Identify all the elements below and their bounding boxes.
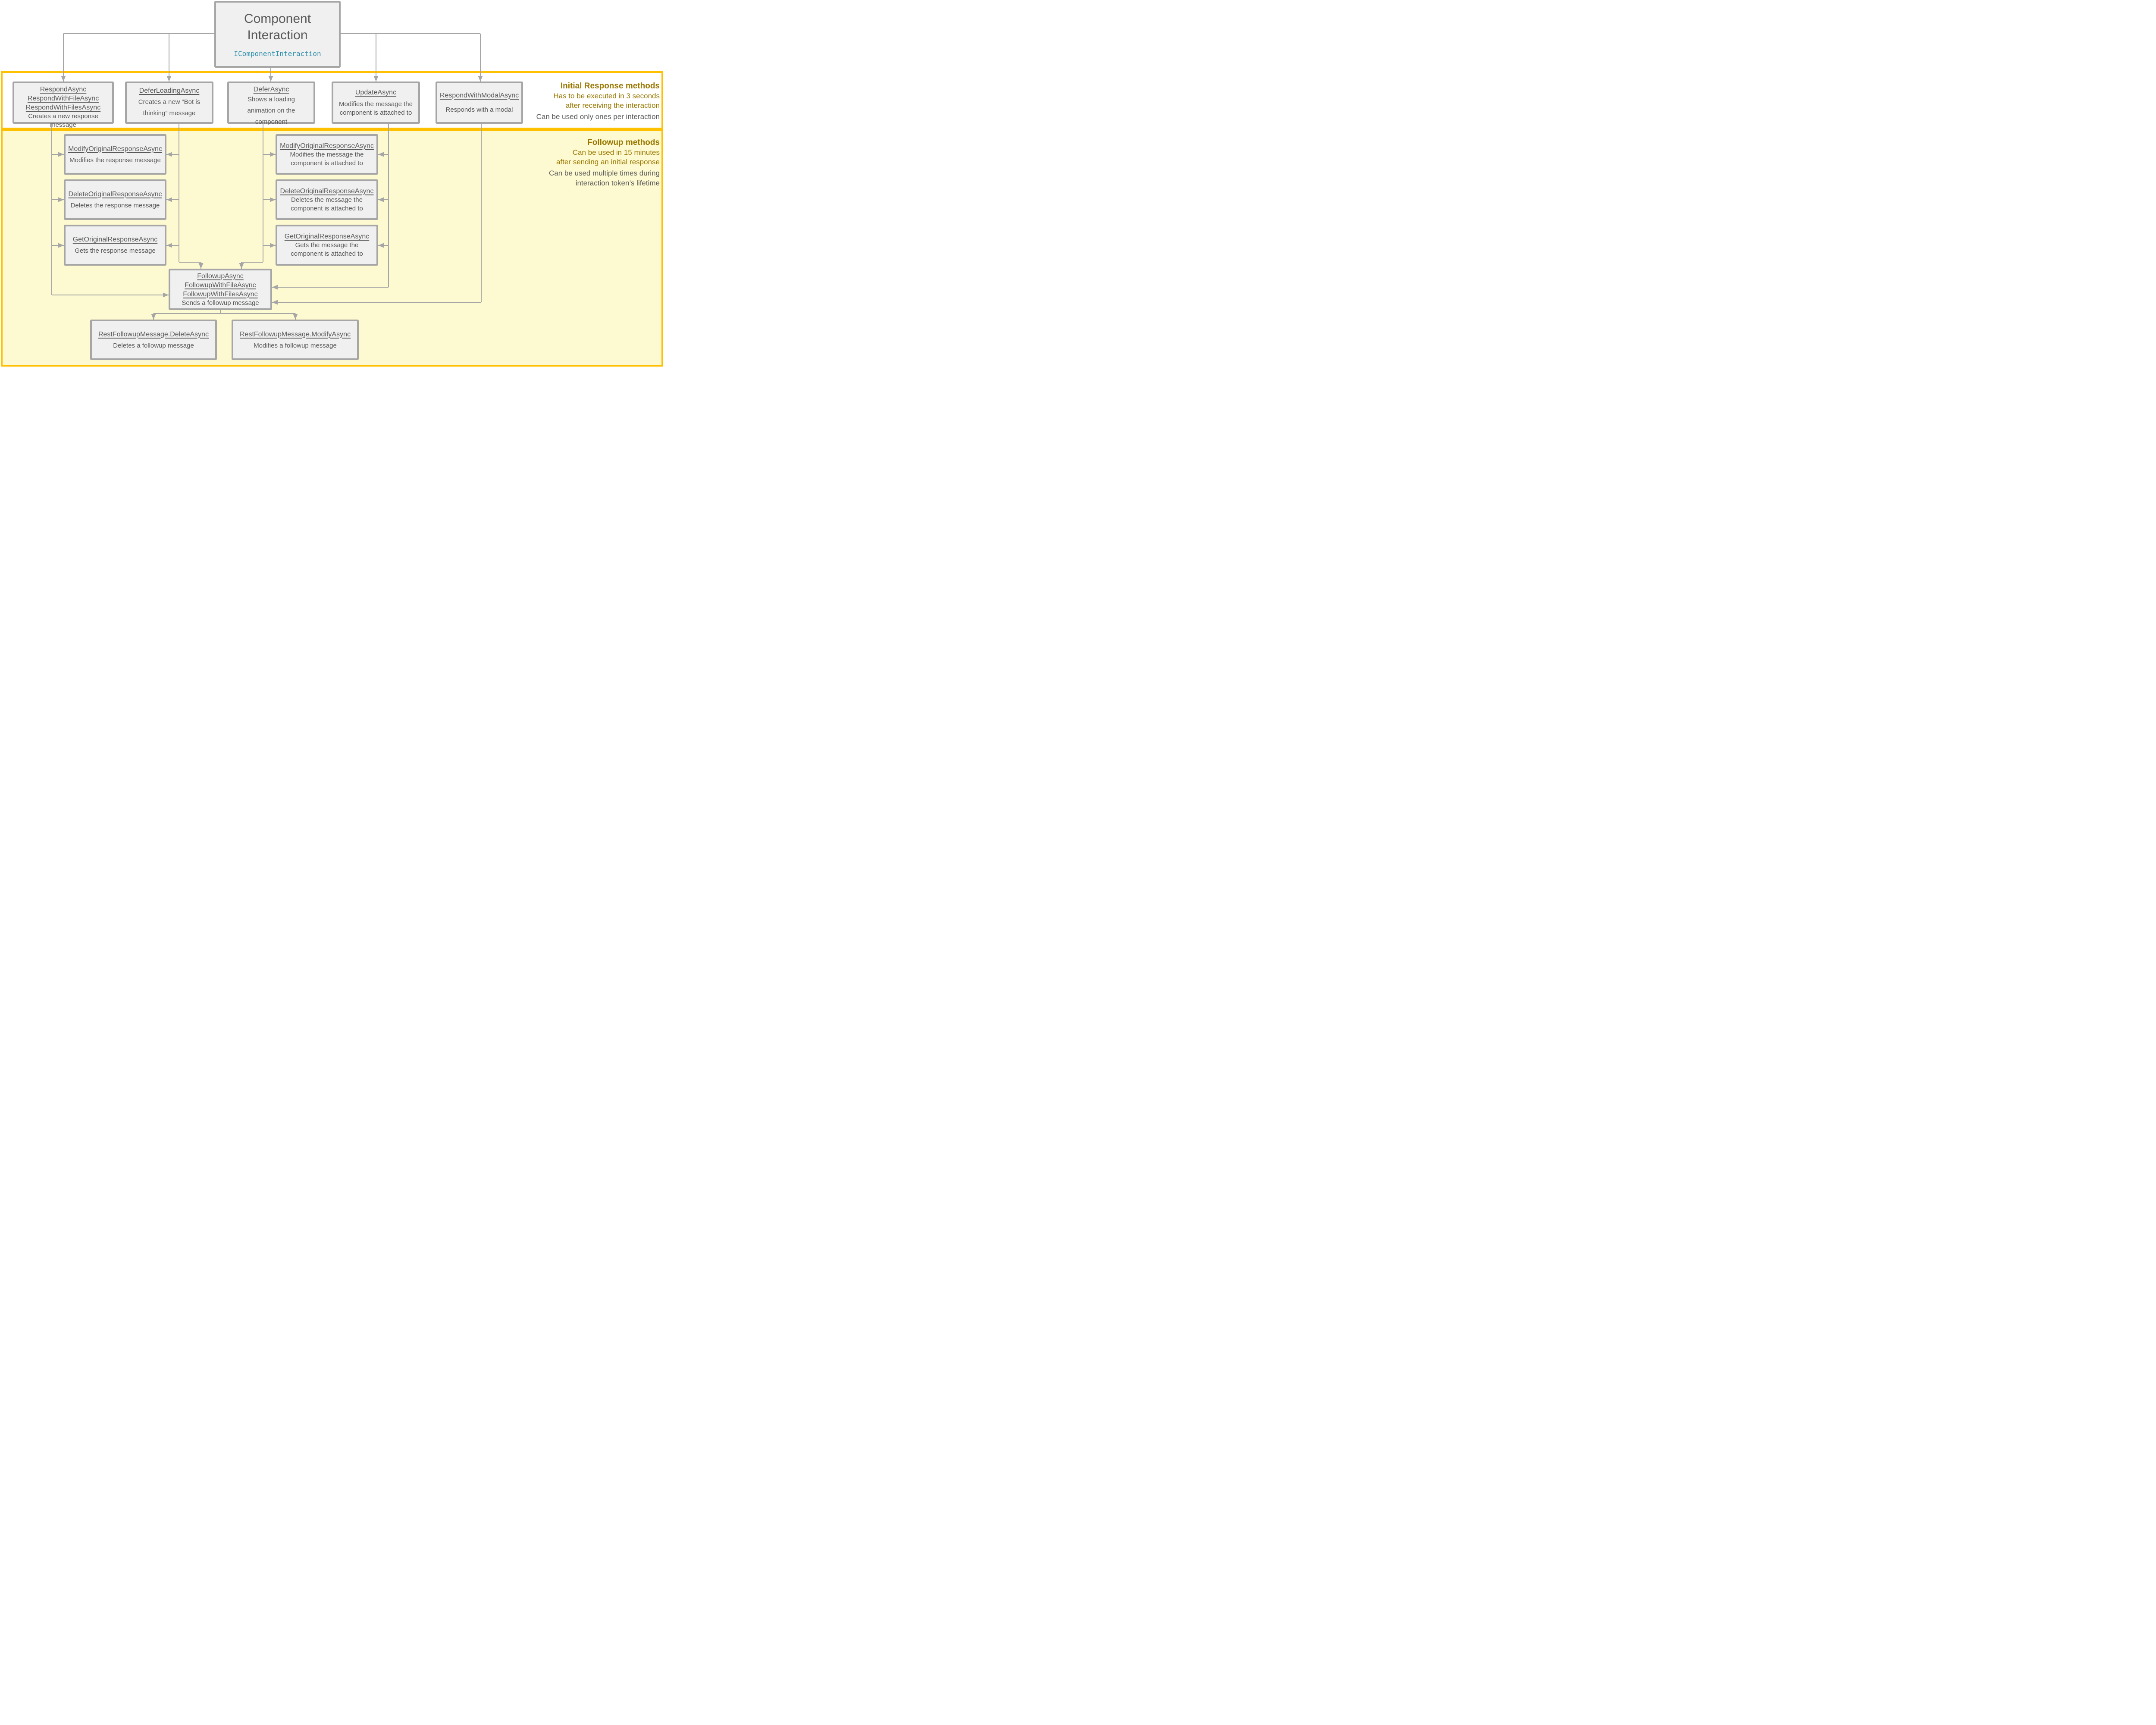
method-label: RestFollowupMessage.DeleteAsync <box>98 330 209 338</box>
node-get-original-response-async-component: GetOriginalResponseAsync Gets the messag… <box>276 225 378 266</box>
initial-band-heading: Initial Response methods <box>560 82 660 91</box>
method-label: GetOriginalResponseAsync <box>72 236 158 243</box>
node-respond-with-modal-async: RespondWithModalAsync Responds with a mo… <box>436 82 523 124</box>
method-label: FollowupAsync <box>197 272 244 280</box>
connector-lines <box>51 33 483 320</box>
method-description: Gets the message the component is attach… <box>291 242 363 257</box>
node-modify-original-response-async: ModifyOriginalResponseAsync Modifies the… <box>64 134 166 175</box>
method-description: Modifies the response message <box>69 156 161 164</box>
method-label: RestFollowupMessage.ModifyAsync <box>240 330 351 338</box>
node-delete-original-response-async: DeleteOriginalResponseAsync Deletes the … <box>64 179 166 220</box>
method-description: Creates a new “Bot is thinking” message <box>138 98 201 117</box>
node-modify-original-response-async-component: ModifyOriginalResponseAsync Modifies the… <box>276 134 378 175</box>
deferloading-branch-connectors <box>166 124 204 269</box>
node-defer-loading-async: DeferLoadingAsync Creates a new “Bot is … <box>125 82 213 124</box>
method-description: Creates a new response message <box>28 113 98 129</box>
method-label: FollowupWithFileAsync <box>185 281 256 289</box>
node-defer-async: DeferAsync Shows a loading animation on … <box>227 82 315 125</box>
method-label: ModifyOriginalResponseAsync <box>68 145 162 153</box>
method-description: Modifies the message the component is at… <box>290 151 364 167</box>
modal-branch-connectors <box>272 124 482 305</box>
method-description: Responds with a modal <box>445 106 513 114</box>
initial-band-notes: Initial Response methods Has to be execu… <box>536 81 660 122</box>
initial-band-note: Can be used only ones per interaction <box>536 113 660 121</box>
followup-band-heading: Followup methods <box>587 138 660 147</box>
followup-band-note: Can be used multiple times during <box>548 169 660 177</box>
method-description: Shows a loading animation on the compone… <box>247 96 295 125</box>
method-label: RespondWithFilesAsync <box>25 104 101 111</box>
method-label: DeleteOriginalResponseAsync <box>280 187 374 195</box>
method-label: GetOriginalResponseAsync <box>284 233 370 240</box>
node-followup-async: FollowupAsync FollowupWithFileAsync Foll… <box>169 269 272 310</box>
method-label: DeleteOriginalResponseAsync <box>68 190 162 198</box>
method-label: FollowupWithFilesAsync <box>183 290 258 298</box>
diagram-canvas: Component Interaction IComponentInteract… <box>0 0 664 367</box>
method-description: Gets the response message <box>75 247 156 254</box>
initial-band-note: Has to be executed in 3 seconds <box>553 92 660 100</box>
method-description: Deletes the response message <box>70 201 160 209</box>
method-description: Deletes a followup message <box>113 342 194 349</box>
method-label: ModifyOriginalResponseAsync <box>280 142 374 150</box>
method-label: RespondAsync <box>40 86 87 93</box>
followup-band-note: Can be used in 15 minutes <box>572 148 660 157</box>
followup-bottom-connectors <box>151 310 298 320</box>
followup-band-note: interaction token’s lifetime <box>575 179 660 187</box>
followup-band-note: after sending an initial response <box>556 158 660 166</box>
method-label: DeferLoadingAsync <box>139 87 200 94</box>
method-description: Modifies a followup message <box>254 342 337 349</box>
root-interface-name: IComponentInteraction <box>234 50 321 58</box>
respond-branch-connectors <box>51 124 169 298</box>
node-rest-followup-delete-async: RestFollowupMessage.DeleteAsync Deletes … <box>90 320 217 360</box>
method-label: RespondWithFileAsync <box>27 95 99 102</box>
method-description: Sends a followup message <box>182 299 259 307</box>
node-get-original-response-async: GetOriginalResponseAsync Gets the respon… <box>64 225 166 266</box>
method-label: UpdateAsync <box>355 89 397 96</box>
method-label: RespondWithModalAsync <box>439 91 519 99</box>
node-update-async: UpdateAsync Modifies the message the com… <box>332 82 420 124</box>
method-description: Modifies the message the component is at… <box>339 100 413 116</box>
node-rest-followup-modify-async: RestFollowupMessage.ModifyAsync Modifies… <box>232 320 359 360</box>
root-title: Component Interaction <box>244 12 311 42</box>
defer-branch-connectors <box>239 124 276 269</box>
followup-band-notes: Followup methods Can be used in 15 minut… <box>549 137 660 188</box>
method-label: DeferAsync <box>253 86 289 93</box>
node-respond-async: RespondAsync RespondWithFileAsync Respon… <box>13 82 114 129</box>
initial-band-note: after receiving the interaction <box>565 101 660 110</box>
node-delete-original-response-async-component: DeleteOriginalResponseAsync Deletes the … <box>276 179 378 220</box>
node-component-interaction: Component Interaction IComponentInteract… <box>214 1 341 68</box>
method-description: Deletes the message the component is att… <box>291 196 363 212</box>
update-branch-connectors <box>272 124 389 290</box>
